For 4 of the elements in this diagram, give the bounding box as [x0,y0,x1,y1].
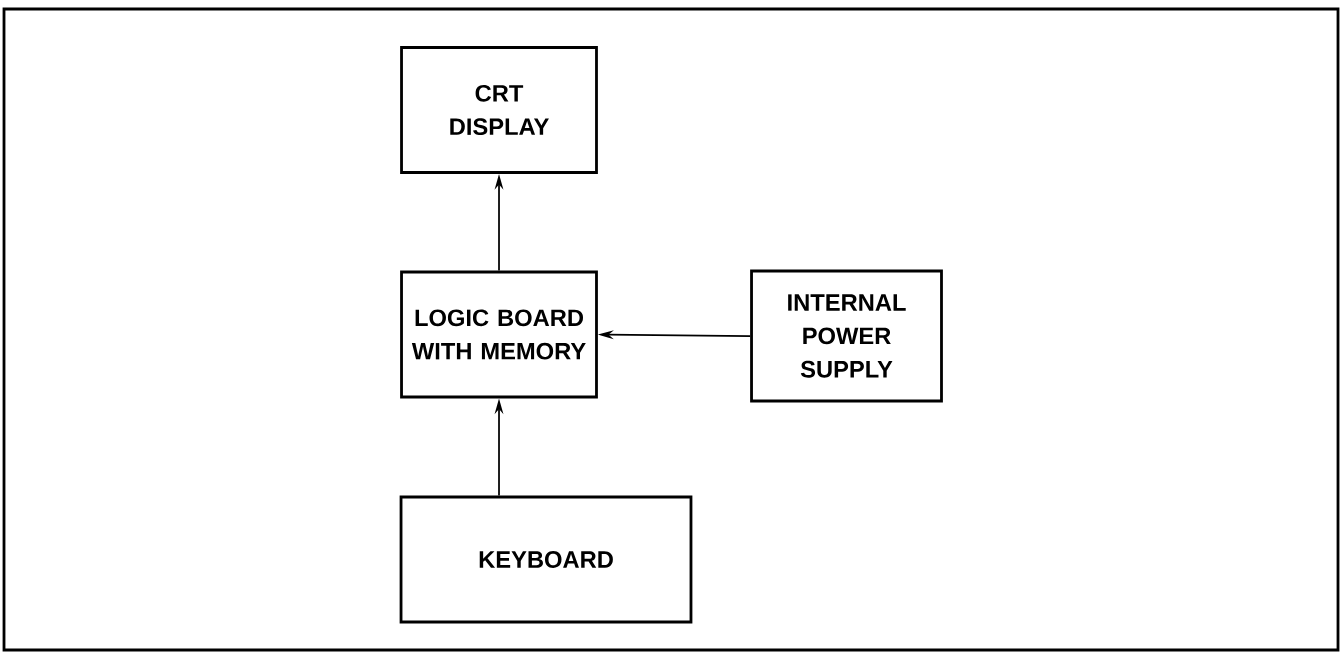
block-box: INTERNAL POWER SUPPLY [750,269,943,403]
block-box: LOGIC BOARD WITH MEMORY [400,270,598,399]
block-box: KEYBOARD [399,495,693,624]
block-box: CRT DISPLAY [400,46,598,174]
